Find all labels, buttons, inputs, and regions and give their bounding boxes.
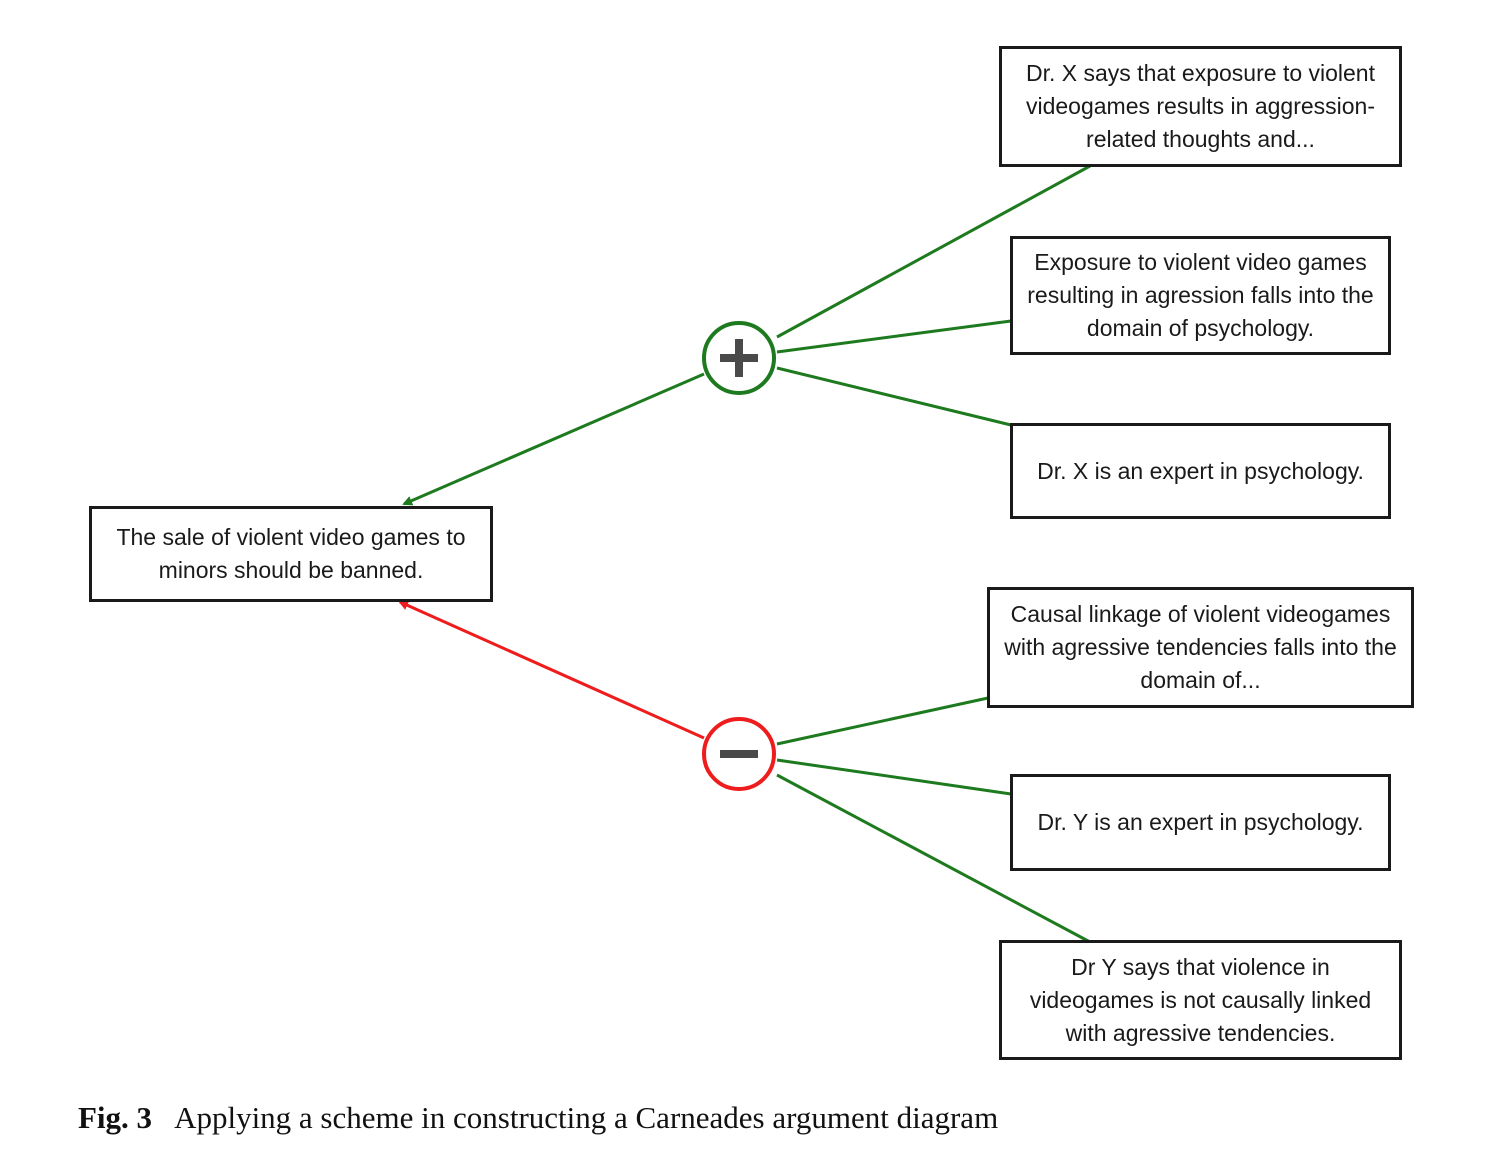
con-argument-edge xyxy=(398,600,705,740)
con-premise-edge-3 xyxy=(776,773,1091,944)
pro-premise-edge-1 xyxy=(776,164,1091,339)
figure-caption: Fig. 3 Applying a scheme in constructing … xyxy=(78,1100,998,1136)
con-premise-box-1: Causal linkage of violent videogames wit… xyxy=(987,587,1414,708)
conclusion-text: The sale of violent video games to minor… xyxy=(116,524,466,583)
figure-label: Fig. 3 xyxy=(78,1100,153,1135)
premise-text: Dr Y says that violence in videogames is… xyxy=(1029,953,1372,1046)
figure-caption-text: Applying a scheme in constructing a Carn… xyxy=(174,1100,999,1135)
premise-text: Dr. X is an expert in psychology. xyxy=(1037,457,1364,484)
con-premise-box-2: Dr. Y is an expert in psychology. xyxy=(1010,774,1391,871)
pro-premise-box-1: Dr. X says that exposure to violent vide… xyxy=(999,46,1402,167)
premise-text: Exposure to violent video games resultin… xyxy=(1027,249,1374,341)
premise-text: Dr. Y is an expert in psychology. xyxy=(1037,809,1364,835)
premise-text: Dr. X says that exposure to violent vide… xyxy=(1025,60,1375,152)
con-premise-edge-1 xyxy=(776,696,989,746)
pro-argument-edge xyxy=(402,372,705,506)
pro-premise-box-3: Dr. X is an expert in psychology. xyxy=(1010,423,1391,519)
conclusion-box: The sale of violent video games to minor… xyxy=(89,506,493,602)
pro-premise-edge-3 xyxy=(776,366,1012,427)
con-premise-edge-2 xyxy=(776,758,1012,796)
pro-argument-node xyxy=(702,321,776,395)
premise-text: Causal linkage of violent videogames wit… xyxy=(1004,601,1397,693)
con-premise-box-3: Dr Y says that violence in videogames is… xyxy=(999,940,1402,1060)
con-argument-node xyxy=(702,717,776,791)
pro-premise-edge-2 xyxy=(776,319,1012,354)
pro-premise-box-2: Exposure to violent video games resultin… xyxy=(1010,236,1391,355)
